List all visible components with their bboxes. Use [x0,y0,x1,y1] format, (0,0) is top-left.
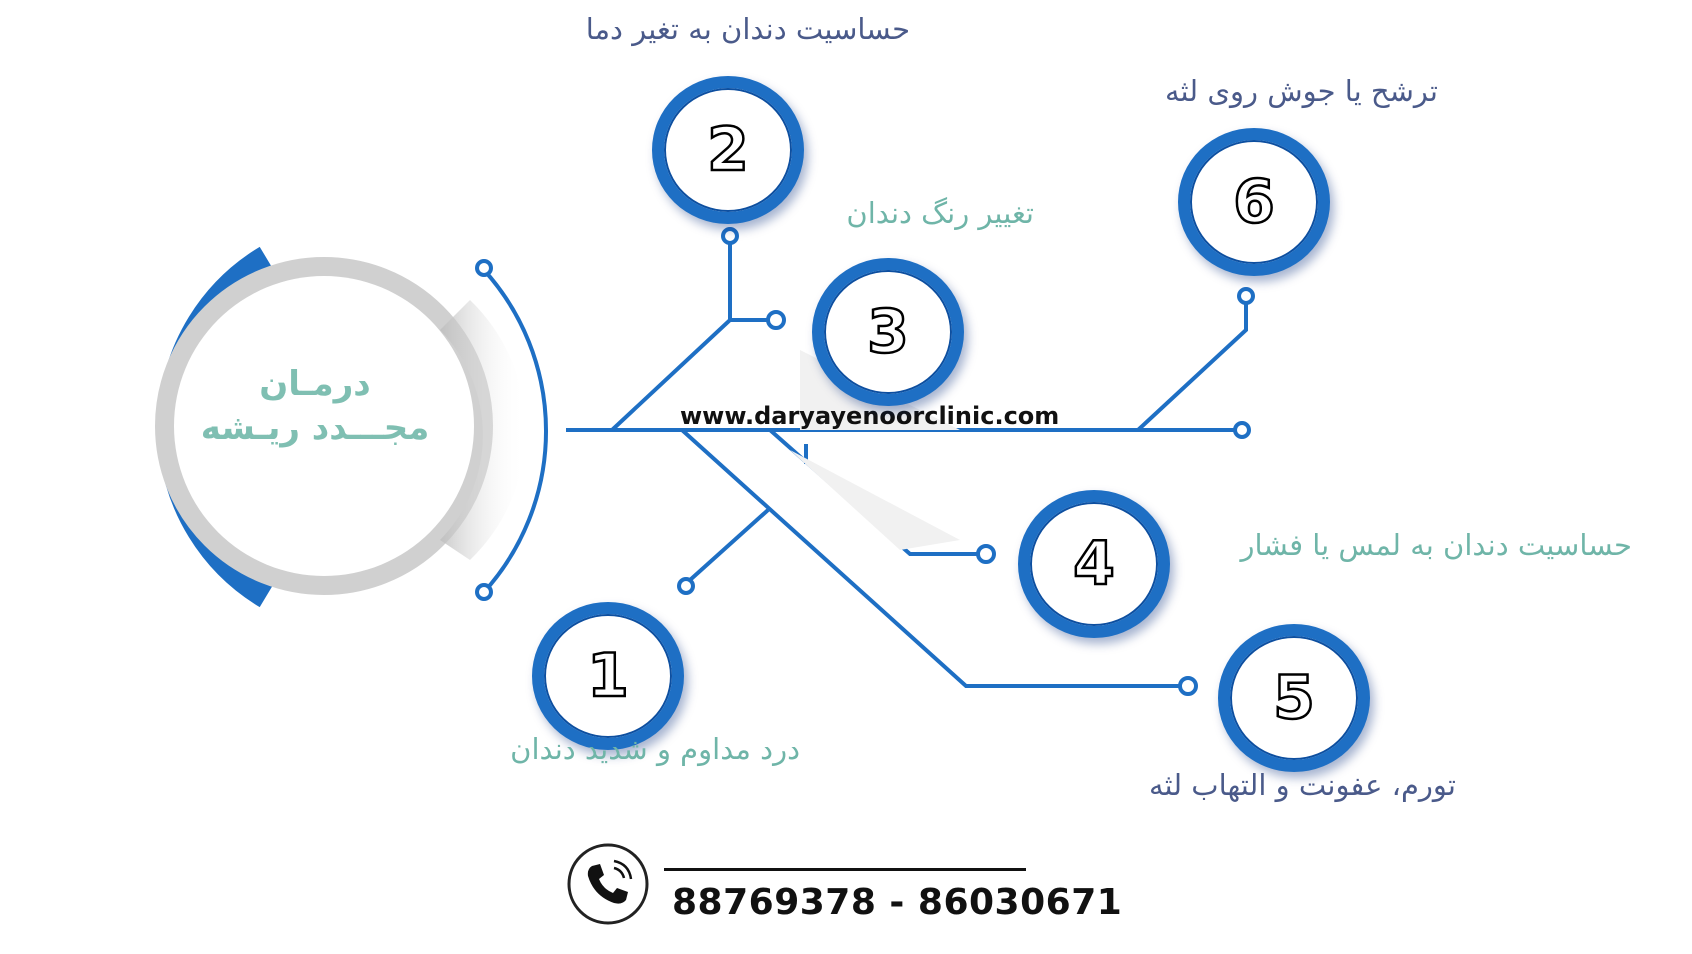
step-5-label: تورم، عفونت و التهاب لثه [1148,768,1456,802]
center-disc [174,276,474,576]
branch-4-dot [976,544,996,564]
step-6-label: ترشح یا جوش روی لثه [1164,74,1438,108]
step-5-number: 5 [1272,663,1316,733]
step-4-number: 4 [1072,529,1116,599]
center-title-line1: درمـان [259,364,371,404]
shadow-wedge-4 [790,450,960,550]
center-shadow [440,300,526,560]
step-4-circle: 4 [1018,490,1170,638]
branch-2-dot [721,227,739,245]
website-url: www.daryayenoorclinic.com [680,402,1060,430]
branch-3-dot [766,310,786,330]
main-line-dot [1233,421,1251,439]
step-3-number: 3 [866,297,910,367]
branch-5 [680,428,1180,688]
outer-arc-dot-bottom [475,583,493,601]
branch-1-dot [677,577,695,595]
step-1-label: درد مداوم و شدید دندان [510,732,800,766]
branch-6 [1136,302,1248,432]
branch-6-dot [1237,287,1255,305]
step-3-label: تغییر رنگ دندان [846,196,1034,230]
step-2-circle: 2 [652,76,804,224]
step-4-label: حساسیت دندان به لمس یا فشار [1240,528,1633,562]
center-ring [155,257,493,595]
step-1-number: 1 [586,641,630,711]
phone-numbers: 88769378 - 86030671 [672,882,1123,923]
phone-icon [567,843,649,925]
step-3-circle: 3 [812,258,964,406]
step-1-circle: 1 [532,602,684,750]
step-5-circle: 5 [1218,624,1370,772]
center-title-line2: مجـــدد ریـشه [200,408,430,448]
step-6-circle: 6 [1178,128,1330,276]
branch-5-dot [1178,676,1198,696]
step-2-label: حساسیت دندان به تغیر دما [585,12,910,46]
center-title: درمـان مجـــدد ریـشه [180,362,450,450]
branch-1 [688,508,770,582]
phone-underline [664,868,1026,871]
outer-arc-dot-top [475,259,493,277]
step-2-number: 2 [706,115,750,185]
outer-arc [482,268,549,594]
step-6-number: 6 [1232,167,1276,237]
